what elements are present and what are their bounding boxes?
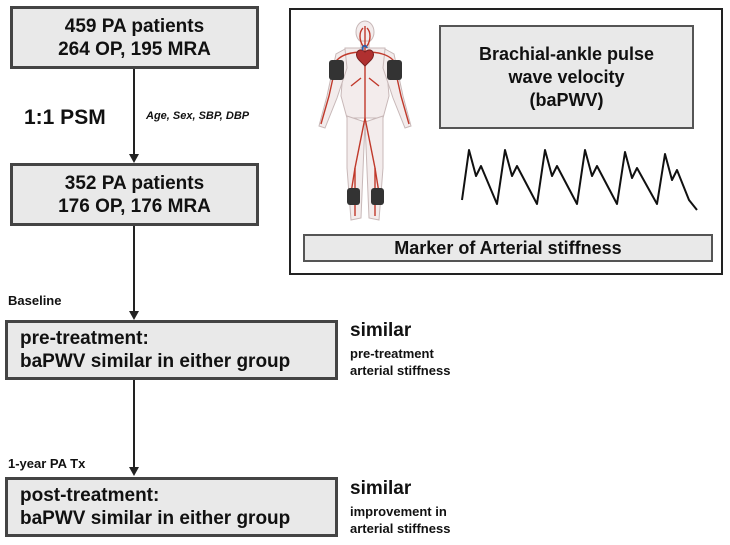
box-post-treatment-line1: post-treatment: <box>20 485 160 506</box>
note-pre-title: similar <box>350 320 412 341</box>
psm-covariates: Age, Sex, SBP, DBP <box>146 110 250 122</box>
treatment-label: 1-year PA Tx <box>8 456 86 471</box>
pulse-waveform-icon <box>461 149 698 211</box>
note-pre-line1: pre-treatment <box>350 346 434 361</box>
box-initial-cohort: 459 PA patients 264 OP, 195 MRA <box>10 6 259 69</box>
note-pre-line2: arterial stiffness <box>350 363 451 378</box>
arrow-head-3 <box>129 467 139 476</box>
baseline-label: Baseline <box>8 293 62 308</box>
note-post-title: similar <box>350 478 412 499</box>
box-pre-treatment-line1: pre-treatment: <box>20 328 149 349</box>
arrow-shaft-2 <box>133 226 135 311</box>
bapwv-title-box: Brachial-ankle pulse wave velocity (baPW… <box>439 25 694 129</box>
box-matched-cohort-line2: 176 OP, 176 MRA <box>58 195 211 217</box>
psm-label: 1:1 PSM <box>24 106 106 129</box>
box-post-treatment: post-treatment: baPWV similar in either … <box>5 477 338 537</box>
box-matched-cohort-line1: 352 PA patients <box>64 172 205 194</box>
bapwv-title-line3: (baPWV) <box>529 89 604 110</box>
bapwv-title-line1: Brachial-ankle pulse <box>478 43 655 64</box>
note-post-line2: arterial stiffness <box>350 521 451 536</box>
marker-label: Marker of Arterial stiffness <box>394 237 622 258</box>
box-pre-treatment-line2: baPWV similar in either group <box>20 351 291 372</box>
arrow-head-1 <box>129 154 139 163</box>
arrow-head-2 <box>129 311 139 320</box>
box-initial-cohort-line1: 459 PA patients <box>64 15 205 37</box>
marker-box: Marker of Arterial stiffness <box>303 234 713 262</box>
human-body-arteries-icon <box>318 20 412 221</box>
box-matched-cohort: 352 PA patients 176 OP, 176 MRA <box>10 163 259 226</box>
arrow-shaft-3 <box>133 380 135 467</box>
arrow-shaft-1 <box>133 69 135 154</box>
box-post-treatment-line2: baPWV similar in either group <box>20 508 291 529</box>
note-post-line1: improvement in <box>350 504 447 519</box>
bapwv-panel: Brachial-ankle pulse wave velocity (baPW… <box>289 8 723 275</box>
box-initial-cohort-line2: 264 OP, 195 MRA <box>58 38 211 60</box>
box-pre-treatment: pre-treatment: baPWV similar in either g… <box>5 320 338 380</box>
bapwv-title-line2: wave velocity <box>508 66 625 87</box>
